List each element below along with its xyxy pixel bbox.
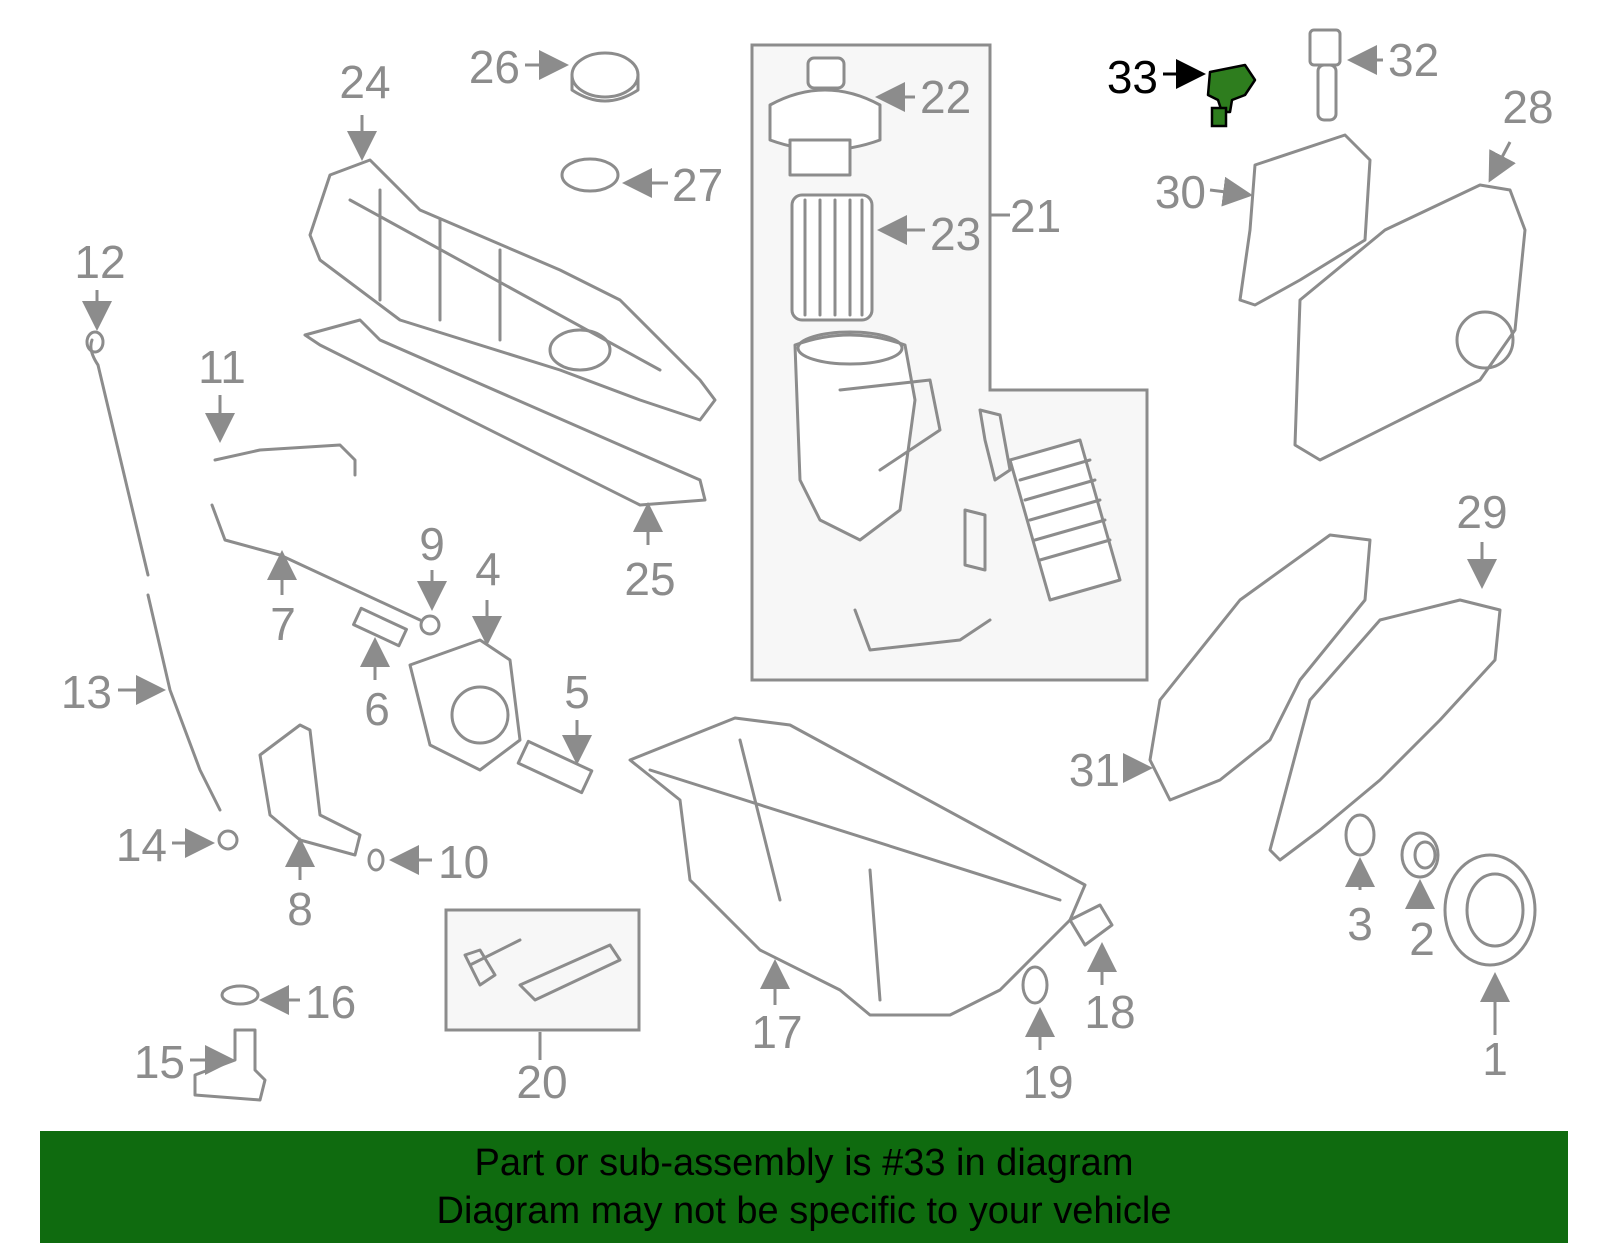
- callout-13: 13: [61, 666, 112, 718]
- part-27-seal[interactable]: [560, 157, 620, 193]
- callout-28: 28: [1502, 81, 1553, 133]
- callout-21: 21: [1010, 190, 1061, 242]
- callout-4: 4: [475, 543, 501, 595]
- callout-22: 22: [920, 71, 971, 123]
- callout-5: 5: [564, 666, 590, 718]
- callout-2: 2: [1409, 913, 1435, 965]
- part-16-seal[interactable]: [220, 984, 260, 1006]
- callout-3: 3: [1347, 898, 1373, 950]
- callout-23: 23: [930, 208, 981, 260]
- callout-31: 31: [1069, 744, 1120, 796]
- callout-8: 8: [287, 883, 313, 935]
- part-8-bracket[interactable]: [258, 723, 362, 857]
- callout-20: 20: [516, 1056, 567, 1108]
- callout-32: 32: [1388, 34, 1439, 86]
- part-11-tube[interactable]: [213, 443, 357, 477]
- callout-25: 25: [624, 553, 675, 605]
- part-10-seal[interactable]: [367, 848, 385, 872]
- callout-17: 17: [751, 1006, 802, 1058]
- callout-11: 11: [198, 341, 246, 393]
- part-29-front-cover[interactable]: [1268, 598, 1502, 862]
- leader-30: [1209, 176, 1253, 207]
- part-20-bolt-kit[interactable]: [463, 938, 622, 1002]
- part-31-gasket[interactable]: [1148, 533, 1372, 802]
- part-21-oil-line[interactable]: [853, 608, 992, 652]
- callout-29: 29: [1456, 486, 1507, 538]
- leader-28: [1488, 141, 1516, 183]
- part-1-pulley[interactable]: [1443, 853, 1537, 967]
- callout-6: 6: [364, 683, 390, 735]
- part-24-valve-cover[interactable]: [308, 158, 717, 422]
- callout-30: 30: [1155, 166, 1206, 218]
- part-21-filter-housing[interactable]: [793, 330, 942, 542]
- info-banner: Part or sub-assembly is #33 in diagram D…: [40, 1131, 1568, 1243]
- callout-1: 1: [1482, 1033, 1508, 1085]
- part-6-sleeve[interactable]: [352, 606, 408, 648]
- part-3-seal[interactable]: [1344, 813, 1376, 857]
- callout-10: 10: [438, 836, 489, 888]
- callout-12: 12: [74, 236, 125, 288]
- part-21-gasket-a[interactable]: [978, 408, 1012, 482]
- part-26-cap[interactable]: [570, 51, 640, 103]
- callout-18: 18: [1084, 986, 1135, 1038]
- callout-9: 9: [419, 518, 445, 570]
- part-17-oil-pan[interactable]: [628, 716, 1087, 1017]
- part-18-drain-plug[interactable]: [1068, 903, 1114, 947]
- callout-14: 14: [116, 819, 167, 871]
- callout-26: 26: [469, 41, 520, 93]
- parts-diagram: 1 2 3 4 5 6 7 8 9 10 11 12 13 14 15 16 1…: [61, 28, 1554, 1108]
- part-4-pump[interactable]: [408, 638, 522, 772]
- part-21-oil-cooler[interactable]: [1008, 438, 1122, 602]
- part-7-tube[interactable]: [210, 503, 422, 622]
- part-25-gasket[interactable]: [303, 318, 707, 507]
- banner-line-1: Part or sub-assembly is #33 in diagram: [474, 1142, 1134, 1184]
- callout-27: 27: [672, 159, 723, 211]
- callout-19: 19: [1022, 1056, 1073, 1108]
- callout-7: 7: [270, 598, 296, 650]
- part-15-sensor[interactable]: [193, 1028, 267, 1102]
- part-23-filter-element[interactable]: [790, 193, 874, 322]
- part-30-cover-gasket[interactable]: [1238, 133, 1372, 307]
- part-14-seal[interactable]: [217, 829, 239, 851]
- part-13-tube[interactable]: [146, 593, 222, 812]
- banner-line-2: Diagram may not be specific to your vehi…: [436, 1190, 1172, 1232]
- part-28-boss: [1455, 310, 1515, 370]
- callout-33: 33: [1107, 51, 1158, 103]
- part-33-highlighted-sensor[interactable]: [1206, 63, 1257, 128]
- assembly-box-20: [444, 908, 641, 1032]
- callout-24: 24: [339, 56, 390, 108]
- part-5-sleeve[interactable]: [516, 739, 594, 795]
- part-2-spacer[interactable]: [1400, 831, 1440, 879]
- part-19-washer[interactable]: [1021, 965, 1049, 1005]
- callout-15: 15: [134, 1036, 185, 1088]
- part-32-sensor[interactable]: [1308, 28, 1342, 122]
- part-28-timing-cover[interactable]: [1293, 183, 1527, 462]
- part-9-seal[interactable]: [419, 614, 441, 636]
- part-12-ring: [85, 330, 105, 354]
- part-22-filter-cap[interactable]: [768, 56, 882, 177]
- callout-16: 16: [305, 976, 356, 1028]
- part-12-dipstick[interactable]: [89, 338, 150, 577]
- part-21-gasket-b[interactable]: [963, 508, 987, 572]
